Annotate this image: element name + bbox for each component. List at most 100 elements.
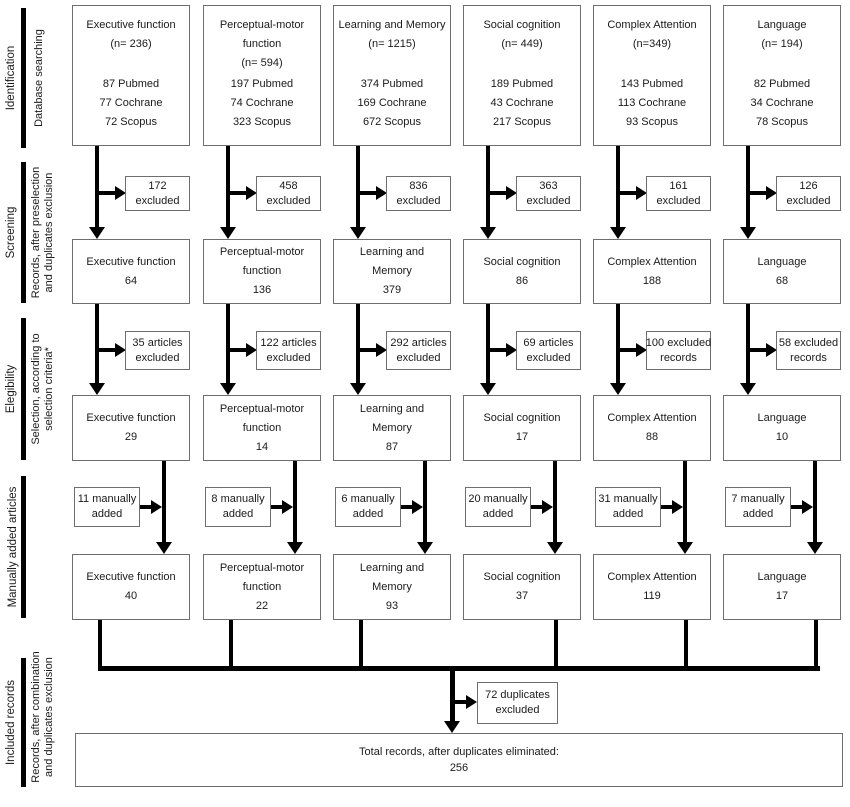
domain-column: Executive function (n= 236) 87 Pubmed 77…	[72, 0, 190, 700]
domain-column: Language (n= 194) 82 Pubmed 34 Cochrane …	[723, 0, 841, 700]
source-scopus: 323 Scopus	[232, 116, 292, 128]
source-scopus: 72 Scopus	[105, 116, 157, 128]
flow-line	[616, 304, 620, 385]
flow-line	[450, 669, 455, 722]
identification-box: Complex Attention (n=349) 143 Pubmed 113…	[593, 5, 711, 146]
identification-box: Learning and Memory (n= 1215) 374 Pubmed…	[333, 5, 451, 146]
arrow-down-icon	[677, 542, 693, 554]
box-count: 29	[124, 431, 138, 443]
box-title-line1: Perceptual-motor	[219, 402, 305, 415]
source-scopus: 217 Scopus	[492, 116, 552, 128]
final-result-box: Complex Attention 119	[593, 554, 711, 620]
screening-result-box: Perceptual-motor function 136	[203, 239, 321, 304]
flow-line	[228, 348, 250, 352]
eligibility-excluded-box: 69 articles excluded	[516, 331, 581, 370]
excluded-count: 35 articles	[132, 336, 183, 349]
eligibility-excluded-box: 100 excluded records	[646, 331, 711, 370]
sidebar-section-identification-sublabel: Database searching	[32, 29, 45, 127]
excluded-label: excluded	[135, 351, 180, 364]
box-title-line1: Complex Attention	[607, 412, 697, 424]
arrow-right-icon	[672, 500, 683, 514]
box-title-line1: Learning and	[359, 246, 425, 258]
arrow-down-icon	[89, 383, 105, 395]
source-cochrane: 74 Cochrane	[230, 97, 294, 109]
sidebar-section-manually-added-label: Manually added articles	[6, 486, 19, 608]
box-title-line2: function	[242, 421, 282, 434]
box-count: 17	[515, 431, 529, 443]
arrow-right-icon	[246, 343, 257, 357]
arrow-right-icon	[636, 343, 647, 357]
box-count: 119	[643, 590, 661, 602]
excluded-label: excluded	[266, 351, 311, 364]
identification-title: Social cognition	[483, 19, 561, 31]
box-title-line2: Memory	[372, 421, 412, 434]
flow-line	[229, 620, 233, 668]
source-pubmed: 374 Pubmed	[360, 78, 424, 90]
excluded-count: 58 excluded	[778, 336, 839, 349]
excluded-label: excluded	[786, 194, 831, 207]
arrow-down-icon	[220, 227, 236, 239]
identification-n-count: (n=349)	[632, 38, 672, 50]
arrow-right-icon	[412, 500, 423, 514]
arrow-down-icon	[740, 383, 756, 395]
flow-line	[97, 348, 119, 352]
identification-box: Executive function (n= 236) 87 Pubmed 77…	[72, 5, 190, 146]
manually-added-label: added	[352, 508, 384, 520]
box-title-line1: Learning and	[359, 561, 425, 574]
box-title-line2: function	[242, 265, 282, 277]
box-count: 188	[642, 274, 662, 287]
box-title-line1: Executive function	[86, 412, 176, 424]
spacer	[336, 54, 448, 75]
flow-line	[554, 620, 558, 668]
arrow-right-icon	[466, 695, 477, 709]
screening-excluded-box: 172 excluded	[125, 176, 190, 211]
box-title-line1: Executive function	[86, 571, 176, 583]
arrow-right-icon	[151, 500, 162, 514]
arrow-right-icon	[246, 186, 257, 200]
flow-line	[95, 304, 99, 385]
flow-line	[162, 461, 166, 544]
arrow-right-icon	[766, 343, 777, 357]
identification-title: Executive function	[86, 19, 176, 31]
manually-added-box: 31 manually added	[595, 487, 661, 527]
sidebar-section-screening-label: Screening	[4, 206, 17, 259]
manually-added-box: 8 manually added	[205, 487, 271, 527]
box-title-line1: Social cognition	[483, 255, 561, 268]
source-cochrane: 113 Cochrane	[617, 97, 687, 109]
identification-box: Social cognition (n= 449) 189 Pubmed 43 …	[463, 5, 581, 146]
identification-box: Perceptual-motor function (n= 594) 197 P…	[203, 5, 321, 146]
excluded-label: excluded	[526, 351, 571, 364]
source-cochrane: 77 Cochrane	[99, 97, 163, 109]
excluded-label: records	[660, 351, 697, 364]
source-scopus: 93 Scopus	[626, 116, 678, 128]
total-records-box: Total records, after duplicates eliminat…	[75, 733, 843, 787]
flow-line	[98, 620, 102, 668]
eligibility-excluded-box: 35 articles excluded	[125, 331, 190, 370]
box-count: 87	[385, 440, 399, 453]
final-result-box: Learning and Memory 93	[333, 554, 451, 620]
screening-excluded-box: 458 excluded	[256, 176, 321, 211]
box-count: 10	[775, 431, 789, 443]
collector-line	[98, 666, 820, 671]
duplicates-label: excluded	[495, 704, 540, 716]
identification-title: Language	[757, 19, 807, 31]
eligibility-result-box: Learning and Memory 87	[333, 395, 451, 461]
box-count: 68	[775, 274, 789, 287]
flow-line	[684, 620, 688, 668]
arrow-right-icon	[636, 186, 647, 200]
box-count: 22	[255, 599, 269, 612]
sidebar-section-included-records-sublabel: Records, after combination and duplicate…	[30, 651, 55, 783]
manually-added-count: 7 manually	[731, 493, 785, 505]
eligibility-result-box: Complex Attention 88	[593, 395, 711, 461]
source-pubmed: 143 Pubmed	[620, 78, 684, 90]
eligibility-excluded-box: 122 articles excluded	[256, 331, 321, 370]
identification-n-count: (n= 449)	[501, 38, 543, 50]
excluded-label: excluded	[135, 194, 180, 207]
flow-line	[746, 304, 750, 385]
identification-title: Learning and Memory	[338, 19, 446, 31]
excluded-count: 100 excluded	[645, 336, 712, 349]
flow-line	[359, 620, 363, 668]
screening-result-box: Language 68	[723, 239, 841, 304]
box-count: 17	[775, 590, 789, 602]
